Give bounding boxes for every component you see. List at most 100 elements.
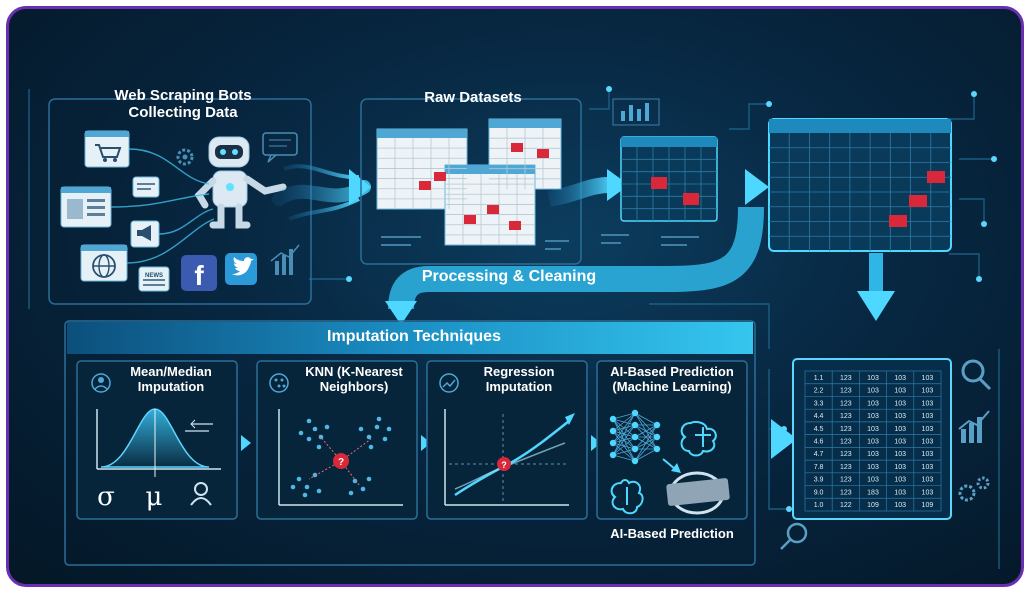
regression-missing-marker: [497, 457, 511, 471]
knn-data-point: [306, 436, 312, 442]
news-label: NEWS: [145, 273, 163, 279]
flow-arrow-raw-head: [607, 169, 629, 201]
chat-bubble-icon: [262, 132, 298, 163]
down-arrow-head: [857, 291, 895, 321]
table-cell: 123: [840, 375, 852, 382]
knn-data-point: [386, 426, 392, 432]
regression-title-line2: Imputation: [485, 378, 553, 394]
table-cell: 103: [867, 464, 879, 471]
data-stream: [272, 164, 371, 221]
gears-icon: [958, 476, 990, 502]
table-cell: 103: [894, 426, 906, 433]
nn-node: [609, 451, 617, 459]
mid-text-lines: [601, 234, 699, 246]
table-cell: 103: [894, 375, 906, 382]
knn-data-point: [352, 478, 358, 484]
megaphone-icon: [130, 220, 160, 248]
knn-card-title: KNN (K-Nearest Neighbors): [289, 364, 419, 395]
knn-data-point: [306, 418, 312, 424]
regression-card-title: Regression Imputation: [459, 364, 579, 395]
processing-arrow: [385, 206, 764, 325]
ai-title-line2: (Machine Learning): [612, 378, 732, 394]
knn-data-point: [366, 434, 372, 440]
imputation-banner: [67, 322, 753, 354]
knn-data-point: [296, 476, 302, 482]
table-cell: 109: [922, 502, 934, 509]
scraping-title-line1: Web Scraping Bots: [114, 87, 252, 104]
trend-circle-icon: [439, 373, 459, 393]
nn-node: [631, 433, 639, 441]
table-cell: 123: [840, 400, 852, 407]
network-circle-icon: [269, 373, 289, 393]
knn-scatter-plot: ?: [278, 409, 403, 506]
ai-caption: AI-Based Prediction: [610, 526, 734, 541]
table-cell: 123: [840, 477, 852, 484]
processor-chip-icon: [666, 471, 730, 515]
sigma-symbol: σ: [97, 482, 115, 512]
source-connectors: [110, 148, 215, 264]
table-cell: 103: [894, 413, 906, 420]
nn-node: [631, 457, 639, 465]
table-cell: 7.8: [814, 464, 824, 471]
mid-missing-cells: [651, 177, 699, 205]
large-dataset-sheet: [768, 118, 952, 252]
brain-outline-icon: [610, 479, 644, 515]
regression-card: [426, 360, 588, 520]
nn-node: [609, 439, 617, 447]
table-cell: 103: [894, 388, 906, 395]
table-cell: 123: [840, 426, 852, 433]
knn-data-point: [360, 486, 366, 492]
table-cell: 3.3: [814, 400, 824, 407]
gear-icon: [176, 148, 194, 166]
raw-datasets-panel: [360, 98, 582, 265]
large-sheet-gridlines: [769, 133, 951, 251]
knn-data-point: [348, 490, 354, 496]
table-cell: 109: [867, 502, 879, 509]
table-cell: 103: [922, 413, 934, 420]
table-cell: 9.0: [814, 489, 824, 496]
table-cell: 103: [867, 451, 879, 458]
knn-data-point: [358, 426, 364, 432]
mu-symbol: μ: [145, 482, 163, 512]
raw-datasets-title: Raw Datasets: [424, 89, 522, 106]
knn-data-point: [374, 424, 380, 430]
table-cell: 103: [894, 439, 906, 446]
table-cell: 122: [840, 502, 852, 509]
regression-plot: ?: [444, 409, 575, 506]
knn-data-point: [382, 436, 388, 442]
magnifier-icon: [961, 359, 992, 391]
table-cell: 3.9: [814, 477, 824, 484]
nn-node: [653, 433, 661, 441]
down-arrow-shaft: [869, 253, 883, 293]
scraping-title: Web Scraping Bots Collecting Data: [95, 87, 271, 122]
table-cell: 103: [894, 464, 906, 471]
webpage-icon: [60, 186, 112, 228]
ai-small-arrow-head: [671, 463, 681, 473]
table-cell: 103: [867, 413, 879, 420]
nn-node: [631, 445, 639, 453]
table-cell: 103: [867, 477, 879, 484]
knn-title-line2: Neighbors): [319, 378, 389, 394]
table-cell: 103: [922, 451, 934, 458]
table-cell: 103: [922, 464, 934, 471]
table-cell: 4.5: [814, 426, 824, 433]
mid-sheet-gridlines: [621, 147, 717, 221]
knn-data-point: [316, 444, 322, 450]
table-cell: 123: [840, 413, 852, 420]
raw-sheet-gridlines: [377, 128, 561, 245]
processing-label: Processing & Cleaning: [421, 268, 597, 285]
table-cell: 123: [840, 439, 852, 446]
svg-text:?: ?: [338, 457, 344, 468]
person-circle-icon: [91, 373, 111, 393]
table-cell: 103: [922, 439, 934, 446]
news-icon: [138, 266, 170, 292]
missing-point-marker: [333, 453, 349, 469]
facebook-icon: f: [181, 255, 217, 291]
table-cell: 103: [922, 477, 934, 484]
nn-node: [653, 445, 661, 453]
raw-text-lines: [381, 236, 569, 250]
table-cell: 123: [840, 464, 852, 471]
brain-icon: [680, 420, 717, 457]
nn-node: [609, 415, 617, 423]
